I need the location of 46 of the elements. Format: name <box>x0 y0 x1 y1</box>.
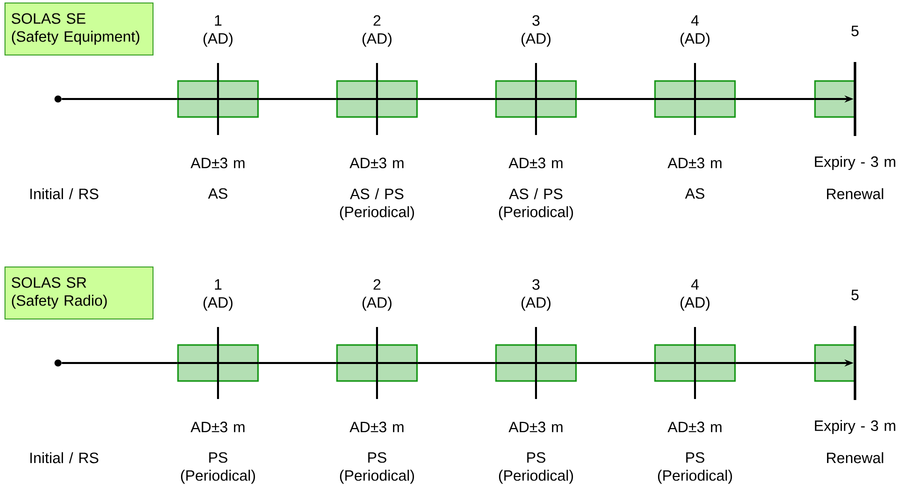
window-label: AD±3 m <box>190 158 244 168</box>
survey-label: PS (Periodical) <box>181 452 255 484</box>
window-label: AD±3 m <box>190 422 244 432</box>
survey-label: PS (Periodical) <box>499 452 573 484</box>
window-box <box>495 327 577 399</box>
window-box <box>654 327 736 399</box>
window-box <box>336 63 418 135</box>
window-box <box>495 63 577 135</box>
year-label: 5 <box>851 26 859 36</box>
survey-label: Initial / RS <box>30 452 98 464</box>
window-box <box>177 327 259 399</box>
survey-label: PS (Periodical) <box>658 452 732 484</box>
window-box <box>814 344 856 382</box>
window-box <box>177 63 259 135</box>
year-label: 5 <box>851 290 859 300</box>
year-label: 3 (AD) <box>522 279 550 311</box>
survey-label: Initial / RS <box>30 188 98 200</box>
survey-label: Renewal <box>827 188 884 200</box>
title-box: SOLAS SE (Safety Equipment) <box>4 2 154 56</box>
window-label: AD±3 m <box>668 158 722 168</box>
window-box <box>654 63 736 135</box>
start-dot <box>54 96 62 102</box>
survey-label: PS (Periodical) <box>340 452 414 484</box>
survey-label: AS / PS (Periodical) <box>340 188 414 220</box>
year-label: 1 (AD) <box>204 15 232 47</box>
year-label: 1 (AD) <box>204 279 232 311</box>
window-label: Expiry - 3 m <box>814 156 896 170</box>
survey-label: AS / PS (Periodical) <box>499 188 573 220</box>
year-label: 2 (AD) <box>362 15 392 47</box>
year-label: 2 (AD) <box>362 279 392 311</box>
window-label: AD±3 m <box>508 158 562 168</box>
survey-label: AS <box>685 188 704 199</box>
title-box: SOLAS SR (Safety Radio) <box>4 266 154 320</box>
year-label: 3 (AD) <box>522 15 550 47</box>
window-label: AD±3 m <box>350 158 404 168</box>
window-label: Expiry - 3 m <box>814 420 896 434</box>
window-box <box>814 80 856 118</box>
window-label: AD±3 m <box>668 422 722 432</box>
window-label: AD±3 m <box>350 422 404 432</box>
year-label: 4 (AD) <box>680 279 710 311</box>
survey-label: AS <box>208 188 228 199</box>
window-label: AD±3 m <box>508 422 562 432</box>
survey-label: Renewal <box>827 452 884 464</box>
window-box <box>336 327 418 399</box>
year-label: 4 (AD) <box>680 15 710 47</box>
start-dot <box>54 360 62 366</box>
